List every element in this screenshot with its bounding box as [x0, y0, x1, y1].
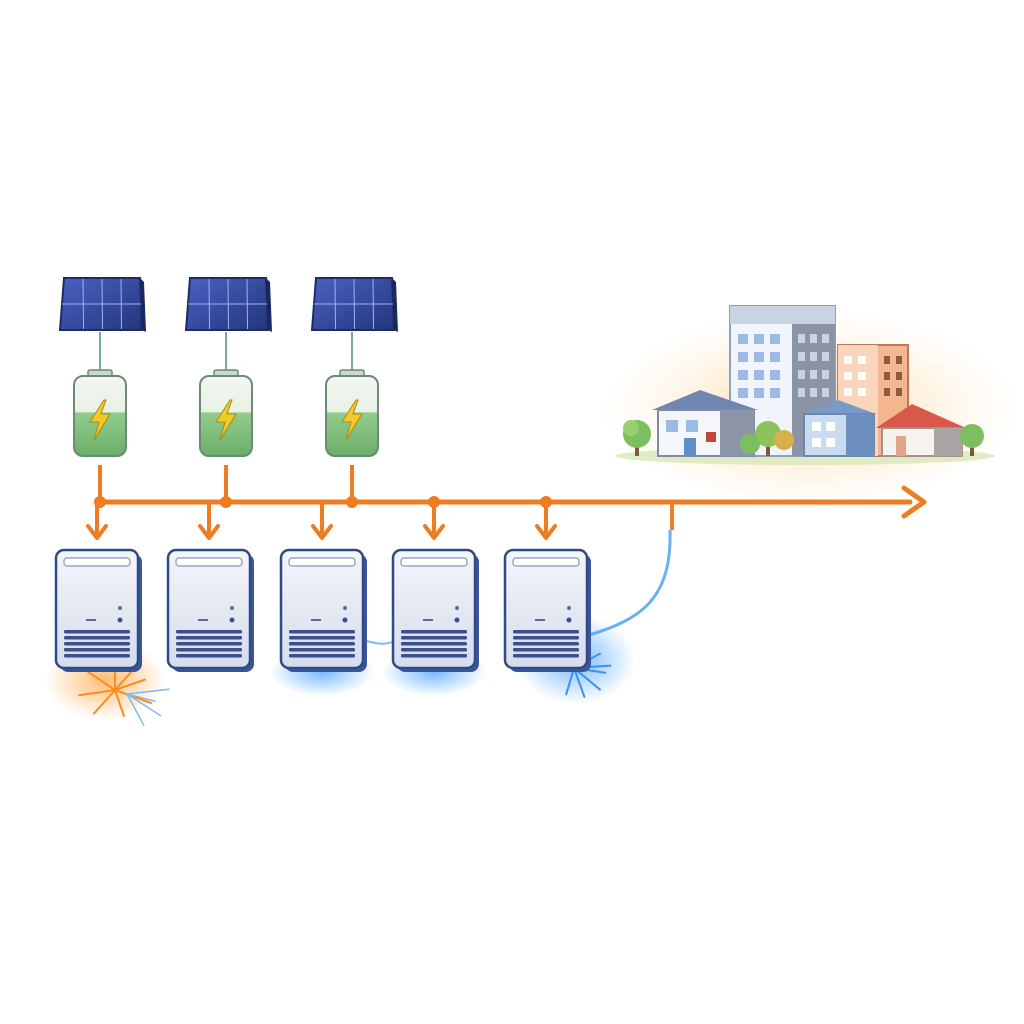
inverter-unit: [45, 502, 170, 726]
down-arrow-icon: [423, 524, 445, 540]
solar-sources: [58, 277, 398, 508]
battery-charging-icon: [325, 369, 379, 457]
solar-panel-icon: [184, 277, 272, 332]
down-arrow-icon: [198, 524, 220, 540]
down-arrow-icon: [311, 524, 333, 540]
solar-source: [184, 277, 272, 508]
inverter-unit: [382, 496, 486, 696]
inverter-unit-icon: [166, 548, 254, 672]
solar-source: [58, 277, 146, 508]
inverter-unit-icon: [279, 548, 367, 672]
inverter-unit-icon: [391, 548, 479, 672]
down-arrow-icon: [86, 524, 108, 540]
inverter-row: [45, 496, 636, 726]
down-arrow-icon: [535, 524, 557, 540]
inverter-unit: [503, 496, 636, 704]
inverter-unit: [166, 502, 254, 672]
bus-arrow-head-icon: [901, 485, 927, 519]
battery-charging-icon: [199, 369, 253, 457]
solar-source: [310, 277, 398, 508]
inverter-unit-icon: [54, 548, 142, 672]
bus-junction-dot: [540, 496, 552, 508]
battery-charging-icon: [73, 369, 127, 457]
power-bus: [95, 485, 927, 530]
solar-panel-icon: [310, 277, 398, 332]
bus-junction-dot: [428, 496, 440, 508]
solar-panel-icon: [58, 277, 146, 332]
inverter-unit: [270, 502, 374, 696]
inverter-unit-icon: [503, 548, 591, 672]
city-buildings-icon: [600, 300, 1020, 500]
